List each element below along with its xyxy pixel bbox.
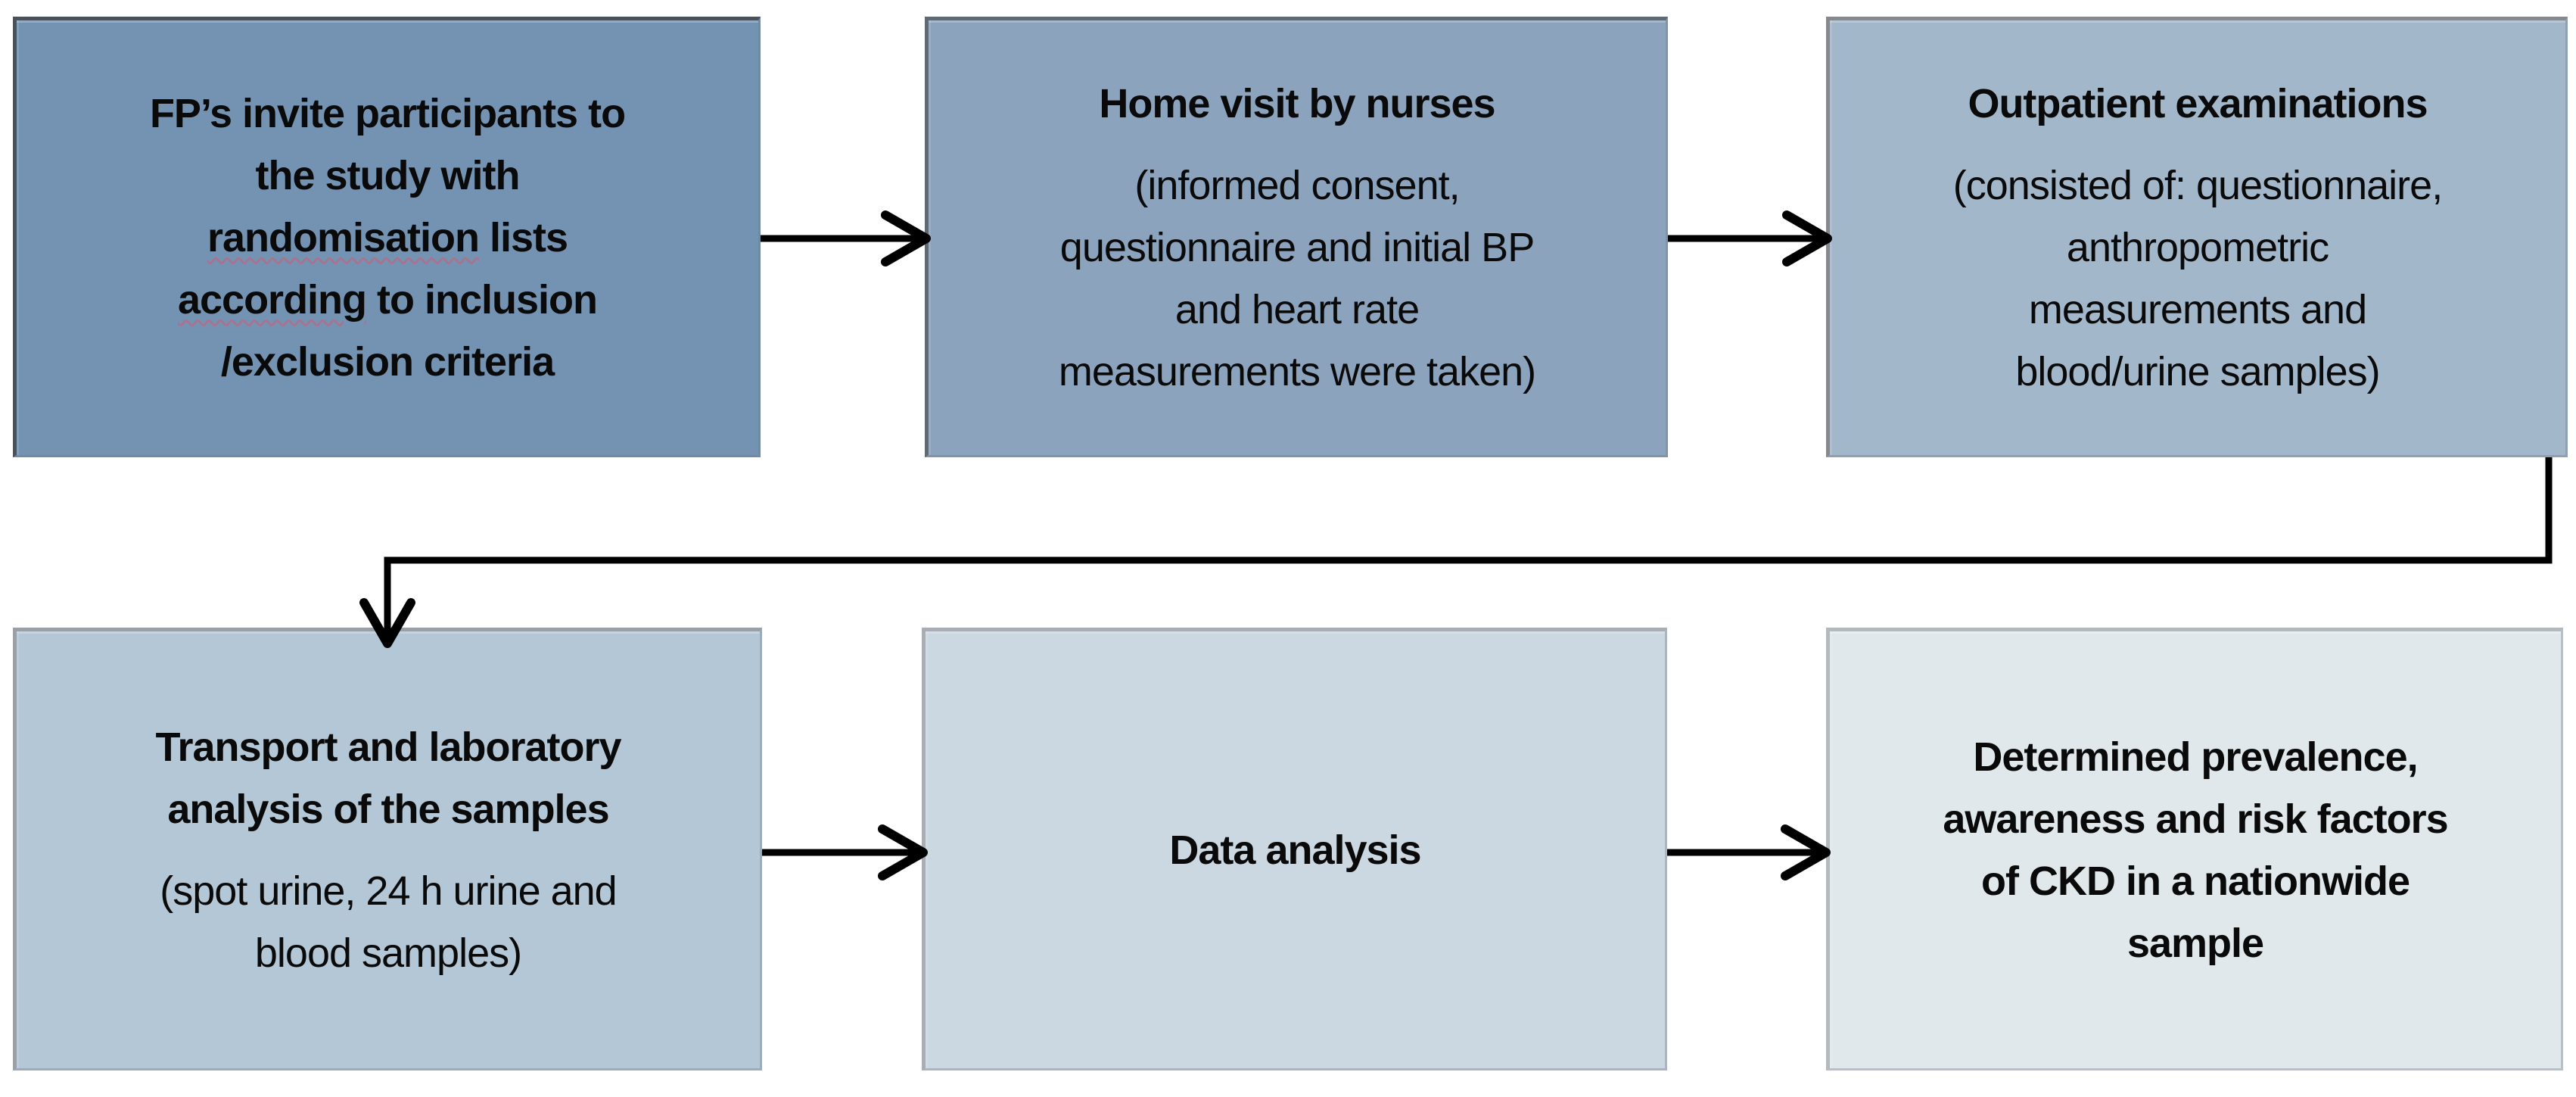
box-outpatient-body: (consisted of: questionnaire, anthropome… [1952, 163, 2443, 394]
arrow-home-visit-to-outpatient [1668, 210, 1832, 266]
arrow-data-analysis-to-outcome [1667, 824, 1831, 880]
flow-box-outpatient: Outpatient examinations (consisted of: q… [1826, 17, 2568, 457]
arrow-invite-to-home-visit [761, 210, 931, 266]
title-text: FP’s invite participants to the study wi… [149, 91, 626, 198]
arrow-transport-lab-to-data-analysis [762, 824, 928, 880]
box-transport-lab-body: (spot urine, 24 h urine and blood sample… [160, 868, 617, 976]
flow-box-transport-lab: Transport and laboratory analysis of the… [13, 628, 762, 1071]
box-home-visit-title: Home visit by nurses [1099, 81, 1495, 126]
box-outpatient-title: Outpatient examinations [1968, 81, 2428, 126]
title-text: lists [489, 215, 568, 260]
flow-box-invite: FP’s invite participants to the study wi… [13, 17, 761, 457]
arrow-outpatient-to-transport-lab [359, 457, 2553, 648]
box-transport-lab-title: Transport and laboratory analysis of the… [155, 724, 621, 832]
misspelled-word: randomisation [207, 215, 480, 260]
flow-box-data-analysis: Data analysis [922, 628, 1667, 1071]
box-data-analysis-title: Data analysis [1169, 827, 1421, 873]
box-invite-title: FP’s invite participants to the study wi… [149, 83, 626, 393]
misspelled-word: according [177, 277, 367, 323]
title-text: to inclusion /exclusion criteria [220, 277, 598, 385]
box-home-visit-body: (informed consent, questionnaire and ini… [1058, 163, 1536, 394]
box-outcome-title: Determined prevalence, awareness and ris… [1943, 734, 2448, 966]
flow-box-home-visit: Home visit by nurses (informed consent, … [925, 17, 1668, 457]
flow-box-outcome: Determined prevalence, awareness and ris… [1826, 628, 2563, 1071]
